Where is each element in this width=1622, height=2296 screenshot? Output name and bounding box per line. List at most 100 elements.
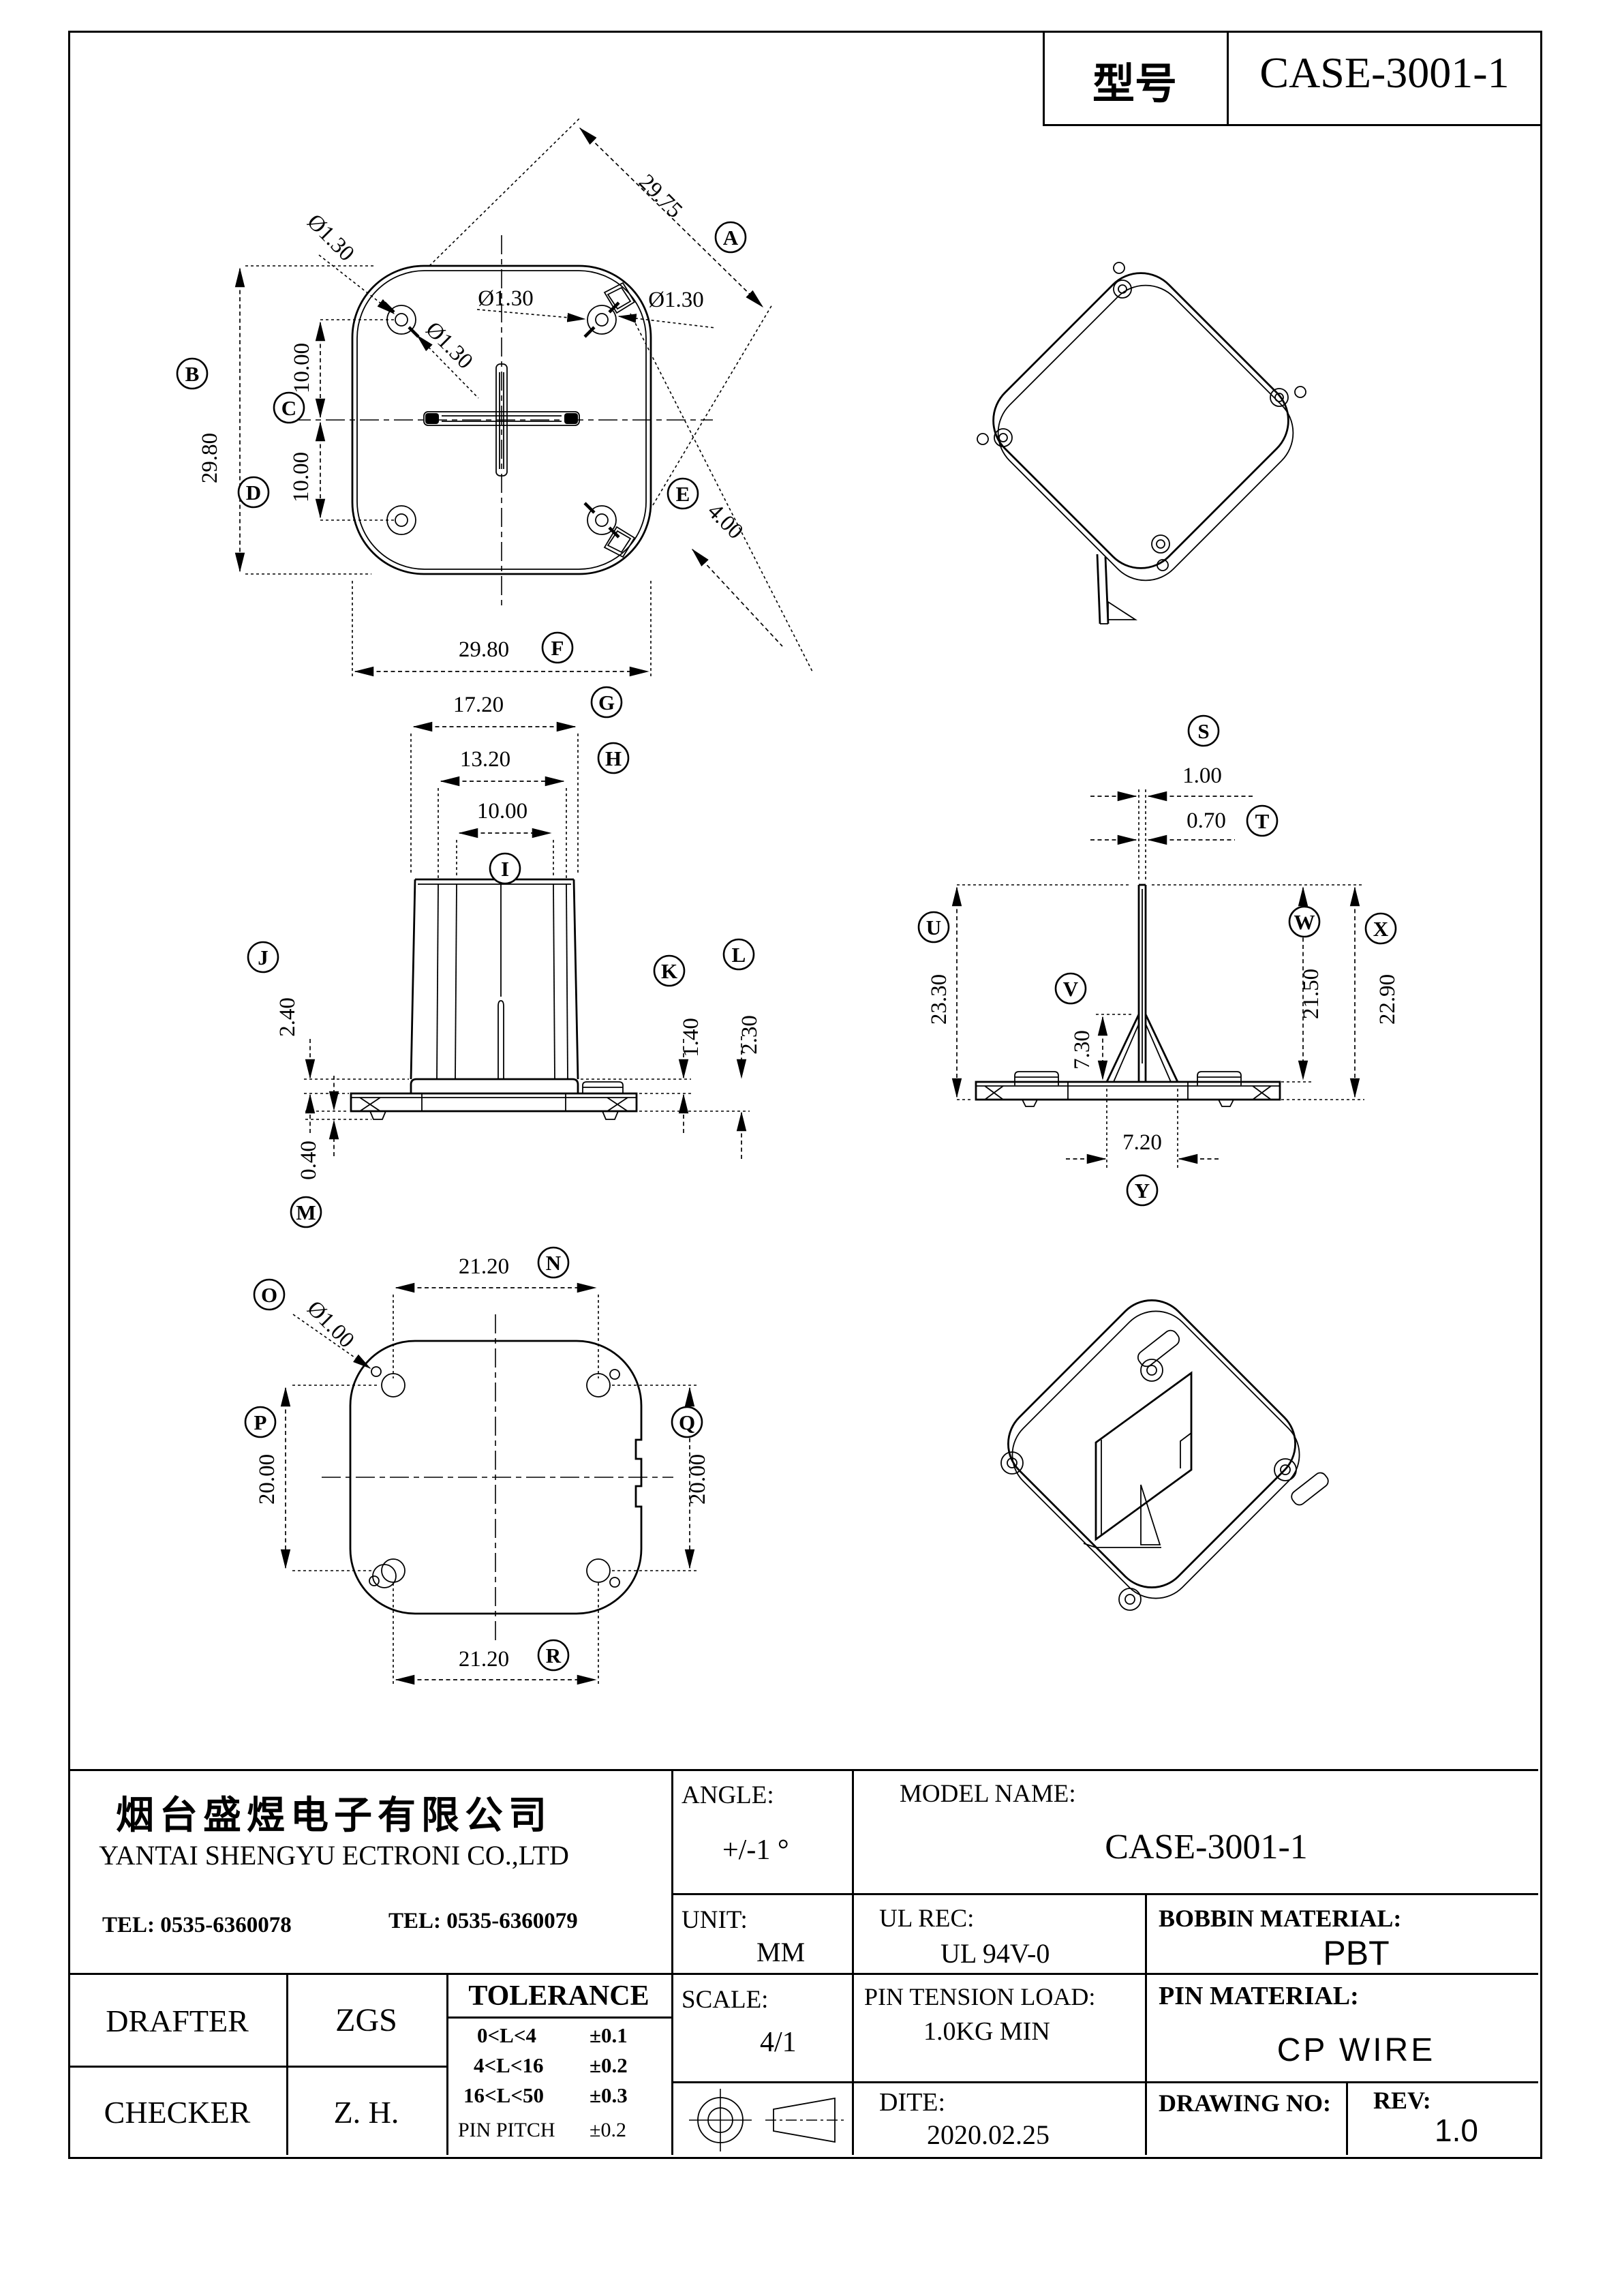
- bobbin-material-value: PBT: [1323, 1934, 1390, 1972]
- dim-letter-Q: Q: [679, 1410, 695, 1434]
- tolerance-range-4: PIN PITCH: [458, 2119, 555, 2141]
- dim-letter-S: S: [1197, 719, 1209, 743]
- tolerance-range-2: 4<L<16: [474, 2053, 544, 2077]
- titleblock-col-line-2: [852, 1769, 854, 2155]
- model-name-value: CASE-3001-1: [1105, 1828, 1308, 1867]
- tolerance-value-1: ±0.1: [590, 2023, 628, 2047]
- titleblock-col-line-1: [671, 1769, 673, 2155]
- tolerance-header-line: [446, 2016, 671, 2019]
- dim-letter-C: C: [281, 396, 296, 420]
- iso-bottom-fin: [1083, 1371, 1193, 1548]
- dim-value-D: 10.00: [289, 452, 313, 502]
- rev-value: 1.0: [1435, 2113, 1478, 2148]
- dim-letter-I: I: [501, 857, 509, 881]
- dim-letter-O: O: [261, 1283, 277, 1307]
- drafter-label: DRAFTER: [106, 2004, 249, 2038]
- rev-label: REV:: [1373, 2087, 1431, 2114]
- dim-value-C: 10.00: [290, 343, 314, 393]
- dim-letter-M: M: [296, 1200, 316, 1224]
- dim-letter-G: G: [598, 691, 615, 714]
- dim-value-U: 23.30: [927, 974, 951, 1025]
- dim-letter-T: T: [1255, 809, 1270, 833]
- tolerance-title: TOLERANCE: [468, 1980, 649, 2012]
- drafter-value: ZGS: [335, 2002, 397, 2038]
- dim-letter-W: W: [1294, 910, 1315, 934]
- ul-rec-label: UL REC:: [879, 1905, 975, 1933]
- dim-value-J: 2.40: [275, 997, 300, 1037]
- company-name-cn: 烟台盛煜电子有限公司: [116, 1795, 552, 1837]
- dim-letter-J: J: [258, 946, 269, 969]
- iso-bottom-holes: [1000, 1329, 1329, 1611]
- front-view: 17.20 G 13.20 H 10.00 I: [247, 686, 762, 1228]
- dim-letter-N: N: [546, 1251, 561, 1275]
- side-view: S 1.00 0.70 T U 23.30 V 7.3: [917, 714, 1400, 1207]
- company-tel-1: TEL: 0535-6360078: [102, 1913, 292, 1937]
- drawing-no-label: DRAWING NO:: [1159, 2089, 1332, 2117]
- header-box-divider-line: [1227, 31, 1229, 126]
- tolerance-value-4: ±0.2: [590, 2119, 626, 2141]
- dim-value-N: 21.20: [459, 1254, 509, 1279]
- dim-value-X: 22.90: [1375, 974, 1400, 1025]
- top-view: B 29.80 C 10.00 D 10.00 29.80: [176, 117, 813, 679]
- dim-value-K: 1.40: [679, 1018, 703, 1057]
- front-view-part: [350, 878, 638, 1120]
- dim-letter-X: X: [1373, 917, 1389, 941]
- hole-dia-callout-1: Ø1.30: [302, 209, 358, 266]
- titleblock-col-line-3: [1145, 1893, 1147, 2155]
- dite-label: DITE:: [879, 2088, 946, 2117]
- top-view-center-cross-slot: [423, 363, 580, 477]
- model-number-value: CASE-3001-1: [1259, 48, 1510, 97]
- dim-letter-R: R: [546, 1644, 562, 1667]
- titleblock-row-line-2: [68, 1973, 1538, 1975]
- dim-letter-U: U: [926, 916, 941, 939]
- pin-material-label: PIN MATERIAL:: [1159, 1982, 1359, 2010]
- angle-label: ANGLE:: [682, 1781, 774, 1809]
- side-view-dimensions: S 1.00 0.70 T U 23.30 V 7.3: [917, 714, 1400, 1207]
- hole-dia-callout-2: Ø1.30: [420, 317, 477, 374]
- titleblock-row-line-1: [671, 1893, 1538, 1895]
- dim-value-G: 17.20: [453, 693, 504, 717]
- dim-value-I: 10.00: [477, 799, 527, 824]
- dim-letter-H: H: [605, 746, 622, 770]
- iso-bottom-view: [1000, 1299, 1329, 1611]
- titleblock-col-line-5: [446, 1973, 448, 2155]
- tolerance-range-3: 16<L<50: [463, 2083, 545, 2107]
- scale-value: 4/1: [760, 2027, 797, 2058]
- front-view-dimensions: 17.20 G 13.20 H 10.00 I: [247, 686, 762, 1228]
- dim-value-B: 29.80: [198, 433, 222, 483]
- dim-value-O: Ø1.00: [302, 1296, 358, 1353]
- hole-dia-callout-4: Ø1.30: [648, 288, 704, 312]
- dim-value-A: 29.75: [634, 170, 687, 223]
- ul-rec-value: UL 94V-0: [940, 1938, 1050, 1969]
- dim-value-P: 20.00: [255, 1454, 279, 1505]
- dim-value-L: 2.30: [737, 1015, 762, 1055]
- pin-material-value: CP WIRE: [1276, 2032, 1436, 2068]
- angle-value: +/-1 °: [722, 1834, 789, 1866]
- dim-letter-Y: Y: [1135, 1179, 1150, 1203]
- unit-value: MM: [756, 1937, 806, 1967]
- dim-value-V: 7.30: [1070, 1030, 1095, 1070]
- titleblock-top-line: [68, 1769, 1538, 1771]
- dim-value-R: 21.20: [459, 1647, 509, 1672]
- sheet-border: [68, 31, 1542, 2159]
- model-name-label: MODEL NAME:: [900, 1780, 1076, 1808]
- dim-value-Y: 7.20: [1122, 1130, 1162, 1155]
- pin-tension-value: 1.0KG MIN: [923, 2017, 1050, 2046]
- dim-value-E: 4.00: [703, 499, 748, 544]
- top-view-dimensions: B 29.80 C 10.00 D 10.00 29.80: [176, 117, 813, 679]
- dim-value-S: 1.00: [1182, 764, 1222, 788]
- tolerance-value-2: ±0.2: [590, 2053, 628, 2077]
- bottom-view: 21.20 N O Ø1.00 P 20.00 Q: [244, 1246, 710, 1687]
- iso-top-holes: [977, 262, 1306, 571]
- model-number-label: 型号: [1092, 61, 1177, 108]
- dim-value-F: 29.80: [459, 637, 509, 662]
- company-name-en: YANTAI SHENGYU ECTRONI CO.,LTD: [99, 1840, 569, 1871]
- header-box-left-line: [1043, 31, 1045, 126]
- pin-tension-label: PIN TENSION LOAD:: [864, 1983, 1096, 2010]
- tolerance-value-3: ±0.3: [590, 2083, 628, 2107]
- dim-letter-B: B: [185, 362, 200, 386]
- dim-letter-L: L: [732, 943, 746, 967]
- tolerance-range-1: 0<L<4: [477, 2023, 537, 2047]
- top-view-corner-holes: [383, 301, 620, 539]
